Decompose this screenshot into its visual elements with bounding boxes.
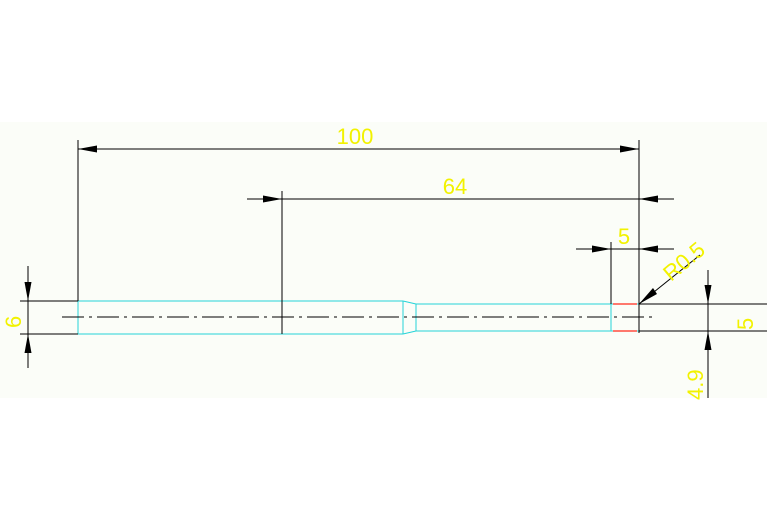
part-taper-top: [402, 300, 417, 305]
dimension-tip-length: 5: [576, 224, 674, 304]
drawing-canvas: [0, 122, 767, 398]
arrow-64-right: [639, 195, 658, 203]
dimension-left-diameter: 6: [1, 266, 78, 368]
arrow-64-left: [263, 195, 282, 203]
dimension-right-diameter: 5 4.9: [639, 270, 767, 400]
dim-label-6: 6: [1, 316, 26, 328]
arrow-5-bottom: [704, 331, 712, 350]
dim-label-5-vertical: 5: [733, 318, 758, 330]
dimension-shoulder-to-end: 64: [247, 174, 674, 334]
dim-label-4-9: 4.9: [683, 369, 708, 400]
arrow-5-left: [592, 245, 611, 253]
dim-label-100: 100: [337, 124, 374, 149]
arrow-100-right: [620, 145, 639, 153]
arrow-5-right: [639, 245, 658, 253]
dim-label-5-horizontal: 5: [618, 224, 630, 249]
dim-label-64: 64: [443, 174, 467, 199]
radius-arrow: [639, 288, 657, 304]
dimension-overall-length: 100: [77, 124, 640, 333]
part-taper-bottom: [402, 330, 417, 335]
arrow-6-top: [24, 282, 32, 301]
arrow-5-top: [704, 285, 712, 304]
arrow-100-left: [78, 145, 97, 153]
arrow-6-bottom: [24, 334, 32, 353]
